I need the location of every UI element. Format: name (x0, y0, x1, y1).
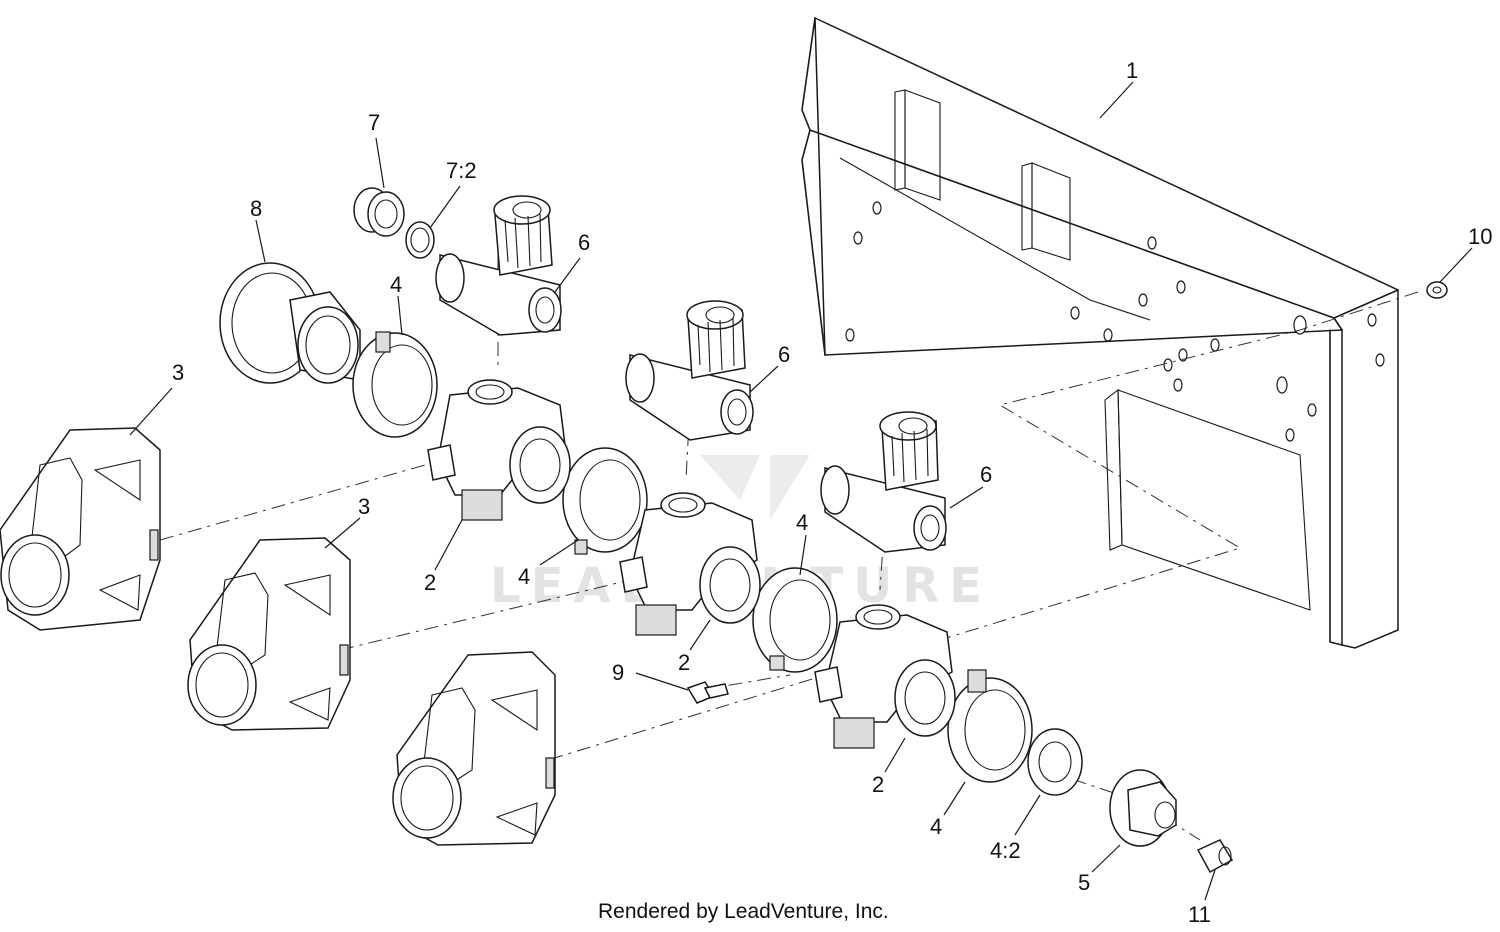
bolt[interactable] (686, 681, 729, 704)
render-credit: Rendered by LeadVenture, Inc. (598, 900, 889, 923)
clamp-ring-4[interactable] (947, 669, 1033, 783)
callout-6a: 6 (578, 230, 590, 255)
callout-8: 8 (250, 196, 262, 221)
leader-lines (129, 81, 1473, 901)
callout-4b: 4 (518, 564, 530, 589)
valve-body-1[interactable] (427, 379, 571, 521)
callouts: 1 10 7 7:2 8 6 4 3 6 6 3 2 4 4 2 9 2 4 4… (172, 58, 1492, 927)
callout-7: 7 (368, 110, 380, 135)
clamp-ring-1[interactable] (352, 331, 438, 438)
callout-4c: 4 (796, 510, 808, 535)
cover-1[interactable] (0, 427, 161, 631)
callout-7-2: 7:2 (446, 158, 477, 183)
callout-4-2: 4:2 (990, 838, 1021, 863)
callout-2a: 2 (424, 570, 436, 595)
callout-10: 10 (1468, 224, 1492, 249)
regulator-valve-3[interactable] (820, 411, 947, 553)
washer[interactable] (1027, 728, 1083, 796)
regulator-valve-1[interactable] (435, 195, 562, 336)
clamp-ring-3[interactable] (752, 567, 838, 673)
cover-2[interactable] (187, 537, 351, 731)
callout-11: 11 (1188, 902, 1211, 927)
callout-3b: 3 (358, 494, 370, 519)
nozzle[interactable] (1196, 839, 1234, 874)
valve-body-2[interactable] (619, 492, 761, 636)
valve-body-3[interactable] (814, 604, 956, 749)
callout-2b: 2 (678, 650, 690, 675)
callout-6c: 6 (980, 462, 992, 487)
bracket-panel[interactable] (801, 16, 1399, 649)
callout-2c: 2 (872, 772, 884, 797)
fitting[interactable] (1109, 769, 1177, 847)
callout-9: 9 (612, 660, 624, 685)
callout-1: 1 (1126, 58, 1138, 83)
nut[interactable] (1426, 281, 1448, 299)
callout-6b: 6 (778, 342, 790, 367)
regulator-valve-2[interactable] (625, 300, 754, 441)
callout-5: 5 (1078, 870, 1090, 895)
o-ring[interactable] (405, 221, 435, 259)
callout-3a: 3 (172, 360, 184, 385)
clamp-ring-2[interactable] (562, 447, 648, 555)
cover-3[interactable] (392, 651, 556, 846)
callout-4a: 4 (390, 272, 402, 297)
callout-4d: 4 (930, 814, 942, 839)
plug[interactable] (353, 187, 405, 237)
end-flange[interactable] (219, 262, 361, 384)
